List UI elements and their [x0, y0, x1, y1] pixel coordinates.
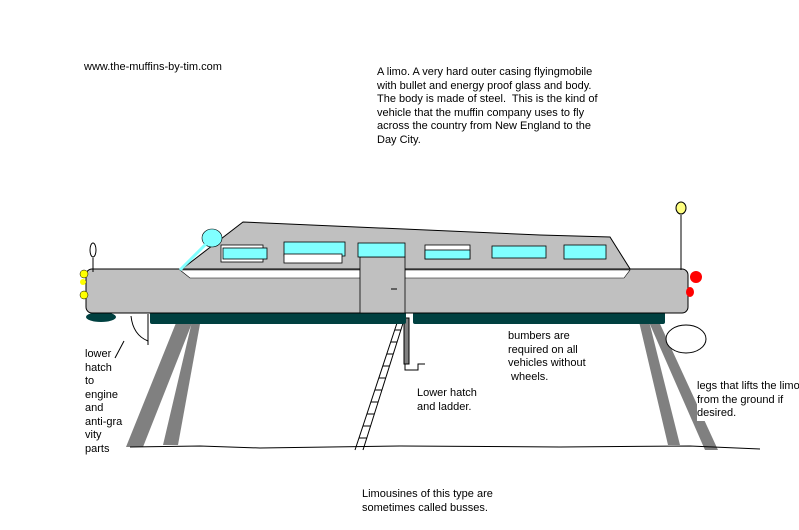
rear-light-2: [686, 287, 694, 297]
label-line: bumbers are: [508, 330, 570, 342]
label-line: anti-gra: [85, 415, 123, 428]
windows: [220, 241, 607, 264]
label-legs: legs that lifts the limo from the ground…: [697, 380, 799, 421]
lower-hatch-curve: [130, 315, 149, 342]
rear-light-1: [690, 271, 702, 283]
description-line: A limo. A very hard outer casing flyingm…: [377, 66, 593, 78]
description-line: with bullet and energy proof glass and b…: [377, 79, 592, 92]
description-line: The body is made of steel. This is the k…: [377, 93, 598, 105]
label-line: lower: [85, 348, 112, 360]
hatch-panel: [359, 256, 406, 314]
hatch-door: [403, 317, 410, 365]
bumper-strip-left: [150, 312, 406, 324]
front-light-1: [79, 269, 89, 279]
front-antenna: [89, 242, 97, 258]
label-lower-hatch-engine: lower hatch to engine and anti-gra vity …: [85, 348, 122, 456]
footer-caption: Limousines of this type are sometimes ca…: [362, 488, 493, 515]
white-trim-left: [179, 269, 361, 279]
description-line: Day City.: [377, 133, 421, 146]
leg-rear-left: [637, 313, 680, 445]
label-line: and: [85, 402, 104, 414]
label-line: from the ground if: [697, 393, 784, 406]
ladder: [354, 319, 405, 451]
label-lower-hatch-ladder: Lower hatch and ladder.: [417, 387, 477, 414]
label-line: hatch: [85, 361, 112, 374]
site-url: www.the-muffins-by-tim.com: [84, 61, 222, 73]
front-bumper: [86, 312, 116, 322]
label-bumpers: bumbers are required on all vehicles wit…: [508, 330, 586, 384]
label-line: vity: [85, 429, 102, 441]
label-line: desired.: [697, 407, 737, 419]
description: A limo. A very hard outer casing flyingm…: [377, 66, 598, 147]
label-line: vehicles without: [508, 357, 586, 369]
caption-line: Limousines of this type are: [362, 488, 493, 500]
bumper-strip-right: [413, 312, 665, 324]
label-line: required on all: [508, 343, 578, 356]
description-line: across the country from New England to t…: [377, 120, 591, 132]
description-line: vehicle that the muffin company uses to …: [377, 106, 585, 119]
white-trim-right: [404, 269, 631, 279]
leg-front-right: [163, 313, 202, 445]
label-line: wheels.: [508, 370, 549, 383]
front-light-2: [80, 279, 86, 285]
label-line: to: [85, 375, 95, 387]
label-line: legs that lifts the limo: [697, 380, 799, 392]
ground-line: [129, 445, 761, 450]
label-line: and ladder.: [417, 400, 472, 413]
front-light-3: [79, 290, 89, 300]
label-line: Lower hatch: [417, 387, 477, 399]
rear-antenna: [675, 201, 687, 215]
caption-line: sometimes called busses.: [362, 501, 488, 514]
rear-hatch: [665, 324, 707, 354]
label-line: engine: [85, 388, 119, 401]
leg-front-left: [126, 313, 196, 447]
label-line: parts: [85, 442, 110, 455]
